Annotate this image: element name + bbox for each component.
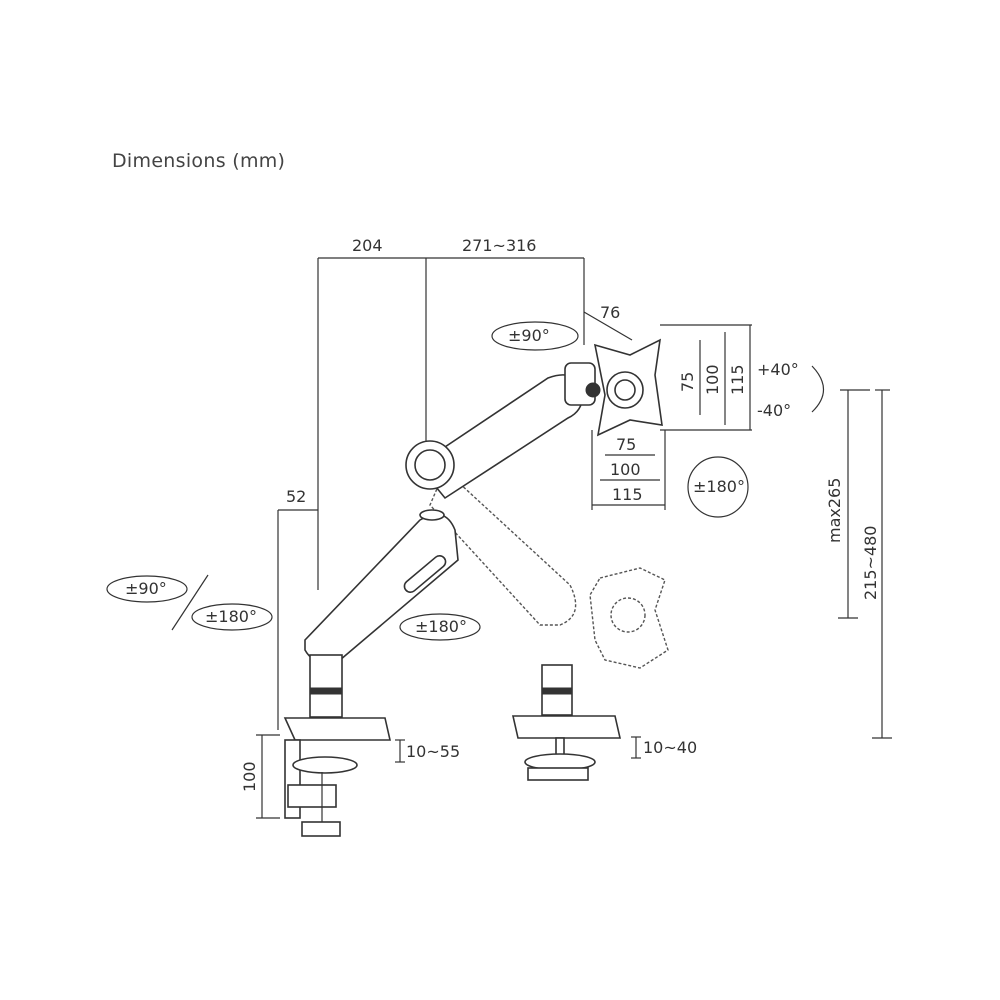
- swivel-arrow-icon: [491, 321, 579, 351]
- dim-52: 52: [286, 487, 306, 506]
- top-dimension-lines: [277, 257, 633, 730]
- desk-clamp: [283, 654, 392, 837]
- swivel-arrow-icon: [106, 575, 188, 603]
- dim-271-316: 271~316: [462, 236, 536, 255]
- dim-215-480: 215~480: [861, 526, 880, 600]
- dim-10-40: 10~40: [643, 738, 697, 757]
- vesa-dimension-lines: [591, 324, 752, 510]
- lowered-arm-ghost: [429, 468, 669, 669]
- base-rotation-label: ±180°: [205, 607, 257, 626]
- rotation-label: ±180°: [693, 477, 745, 496]
- dim-max265: max265: [825, 478, 844, 543]
- rotate-arrow-icon: [191, 603, 273, 631]
- grommet-mount: [511, 664, 622, 781]
- dim-76: 76: [600, 303, 620, 322]
- vesa-h-100: 100: [610, 460, 641, 479]
- vesa-plate: [593, 338, 663, 437]
- vesa-v-75: 75: [678, 372, 697, 392]
- lower-arm: [304, 509, 459, 664]
- dim-204: 204: [352, 236, 383, 255]
- vesa-v-115: 115: [728, 364, 747, 395]
- clamp-dimension-lines: [256, 734, 641, 819]
- vesa-h-75: 75: [616, 435, 636, 454]
- dim-10-55: 10~55: [406, 742, 460, 761]
- base-swivel-label: ±90°: [125, 579, 167, 598]
- upper-arm: [405, 362, 601, 500]
- head-swivel-label: ±90°: [508, 326, 550, 345]
- height-dimension-lines: [838, 389, 892, 739]
- tilt-arrow-icon: [811, 365, 825, 413]
- rotate-arrow-icon: [399, 613, 481, 641]
- tilt-up-label: +40°: [757, 360, 799, 379]
- rotate-arrow-icon: [687, 456, 749, 518]
- rotation-indicators: [106, 321, 749, 641]
- tilt-down-label: -40°: [757, 401, 791, 420]
- vesa-v-100: 100: [703, 364, 722, 395]
- vesa-h-115: 115: [612, 485, 643, 504]
- diagram-title: Dimensions (mm): [112, 150, 286, 172]
- dim-clamp-100: 100: [240, 761, 259, 792]
- arm-rotation-label: ±180°: [415, 617, 467, 636]
